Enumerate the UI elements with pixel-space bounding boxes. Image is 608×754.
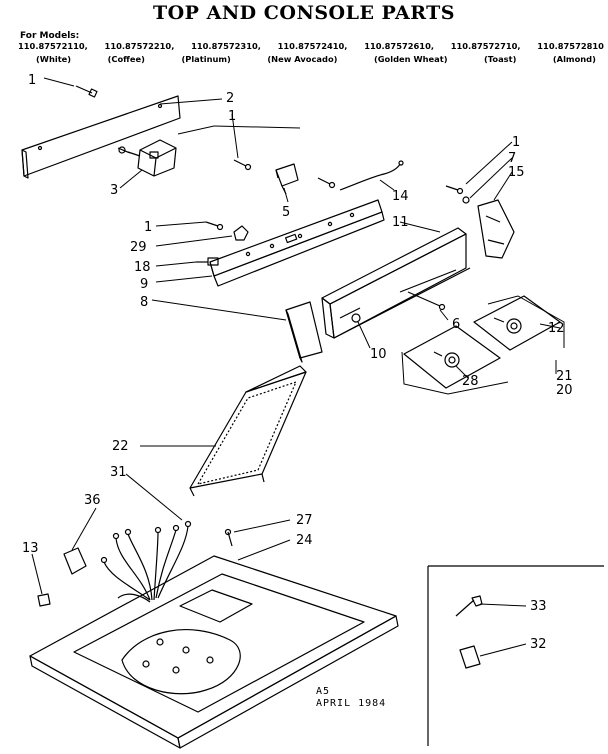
callout-1: 1 xyxy=(28,73,36,88)
part-top xyxy=(29,555,399,749)
part-screw-1b xyxy=(233,159,336,189)
model-number: 110.87572310, xyxy=(191,41,261,51)
model-color: (Golden Wheat) xyxy=(373,54,448,64)
diagram-code: A5 xyxy=(316,686,331,697)
callout-7: 7 xyxy=(508,151,516,166)
callout-32: 32 xyxy=(530,637,547,652)
part-wire xyxy=(339,160,404,191)
part-wire-harness xyxy=(100,520,192,603)
part-end-cap xyxy=(285,301,323,363)
callout-29: 29 xyxy=(130,240,147,255)
callout-27: 27 xyxy=(296,513,313,528)
callout-1: 1 xyxy=(228,109,236,124)
callout-1: 1 xyxy=(512,135,520,150)
callout-20: 20 xyxy=(556,383,573,398)
callout-21: 21 xyxy=(556,369,573,384)
callout-12: 12 xyxy=(548,321,565,336)
callout-24: 24 xyxy=(296,533,313,548)
model-number: 110.87572410, xyxy=(277,41,348,51)
part-end-bracket xyxy=(445,185,515,259)
model-number: 110.87572710, xyxy=(450,41,521,51)
part-screw-1a xyxy=(75,85,98,98)
callout-33: 33 xyxy=(530,599,547,614)
model-number: 110.87572610, xyxy=(364,41,434,51)
part-knob-12 xyxy=(473,295,561,351)
part-control-bracket xyxy=(209,199,385,287)
callout-36: 36 xyxy=(84,493,101,508)
diagram-date: APRIL 1984 xyxy=(316,698,387,709)
callout-10: 10 xyxy=(370,347,387,362)
part-switch xyxy=(117,139,177,177)
part-6 xyxy=(407,291,446,311)
callout-1: 1 xyxy=(144,220,152,235)
part-clip xyxy=(275,163,299,195)
callout-6: 6 xyxy=(452,317,460,332)
part-27 xyxy=(224,528,233,547)
part-13 xyxy=(37,593,51,607)
part-console xyxy=(321,227,471,339)
model-number: 110.87572210, xyxy=(104,41,175,51)
diagram-title: TOP AND CONSOLE PARTS xyxy=(152,2,456,24)
callout-15: 15 xyxy=(508,165,525,180)
model-color: (New Avocado) xyxy=(267,54,338,64)
part-33 xyxy=(455,595,483,617)
callout-9: 9 xyxy=(140,277,148,292)
model-color-list: (White) (Coffee) (Platinum) (New Avocado… xyxy=(18,54,604,64)
model-number: 110.87572810 xyxy=(537,41,604,51)
callout-3: 3 xyxy=(110,183,118,198)
callout-31: 31 xyxy=(110,465,127,480)
part-29 xyxy=(233,225,249,241)
part-screw-1c xyxy=(196,221,224,266)
callout-13: 13 xyxy=(22,541,39,556)
callout-28: 28 xyxy=(462,374,479,389)
callout-14: 14 xyxy=(392,189,409,204)
model-number-list: 110.87572110, 110.87572210, 110.87572310… xyxy=(18,41,604,51)
callout-11: 11 xyxy=(392,215,409,230)
callout-8: 8 xyxy=(140,295,148,310)
callout-5: 5 xyxy=(282,205,290,220)
part-36 xyxy=(63,547,87,575)
model-color: (Platinum) xyxy=(181,54,231,64)
model-number: 110.87572110, xyxy=(18,41,88,51)
callout-22: 22 xyxy=(112,439,129,454)
callout-labels: 1 2 3 1 5 14 1 7 15 11 1 29 18 9 8 6 12 … xyxy=(22,73,573,652)
part-lint-screen xyxy=(189,365,307,497)
models-label: For Models: xyxy=(20,31,80,41)
callout-18: 18 xyxy=(134,260,151,275)
model-color: (Almond) xyxy=(552,54,596,64)
part-knob-28 xyxy=(403,325,501,389)
part-32 xyxy=(459,645,481,669)
part-10 xyxy=(351,313,361,323)
part-back-panel xyxy=(21,95,181,179)
model-color: (White) xyxy=(36,54,72,64)
model-color: (Coffee) xyxy=(107,54,145,64)
callout-2: 2 xyxy=(226,91,234,106)
model-color: (Toast) xyxy=(484,54,517,64)
